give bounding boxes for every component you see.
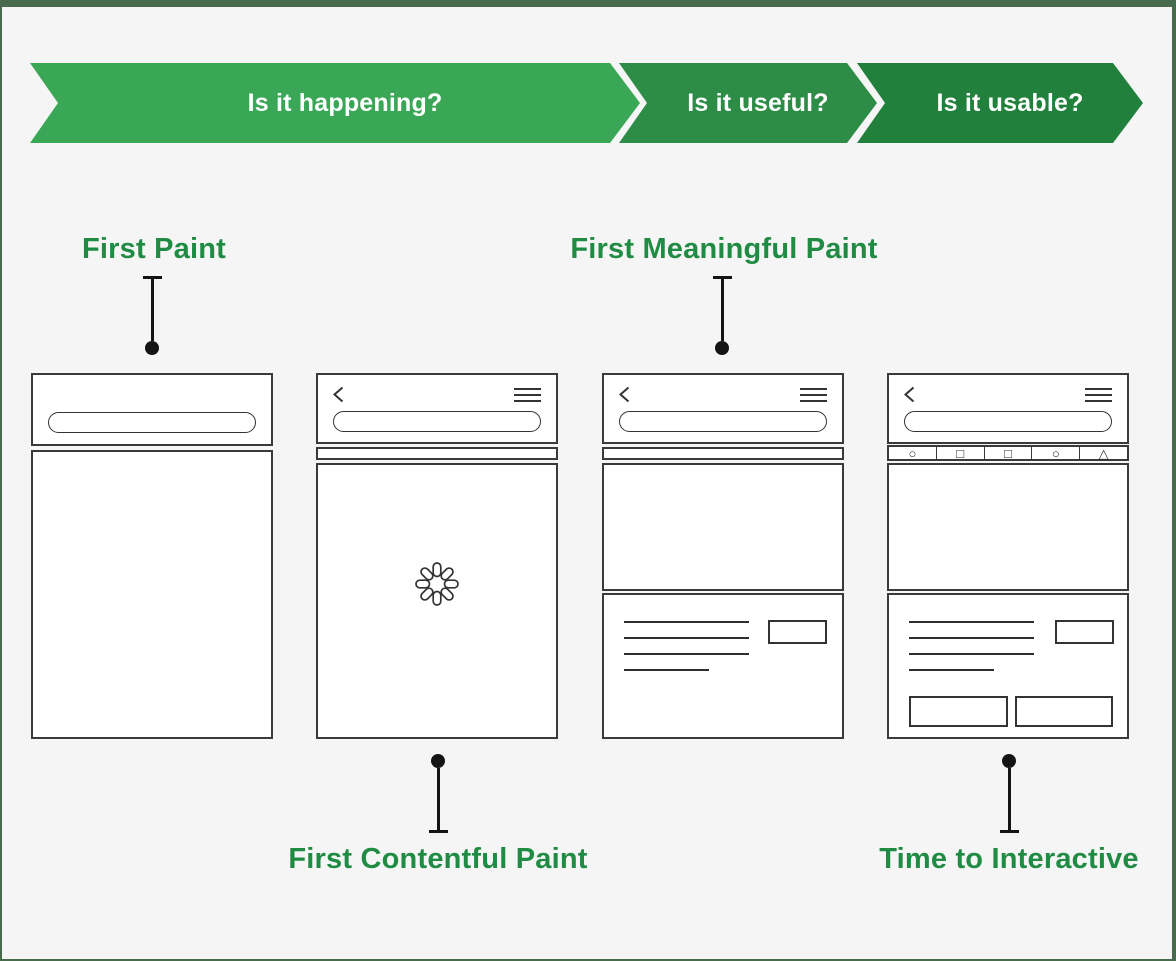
skeleton-text-line: [624, 669, 709, 671]
interactive-toolbar: ○ □ □ ○ △: [887, 445, 1129, 461]
metric-label-first-paint: First Paint: [82, 233, 226, 265]
button-placeholder: [768, 620, 827, 644]
menu-icon: [1085, 388, 1112, 402]
skeleton-text-line: [909, 669, 994, 671]
connector-time-to-interactive: [999, 754, 1019, 833]
url-bar: [333, 411, 541, 432]
phone-header: [31, 373, 273, 446]
phone-header: [602, 373, 844, 444]
banner-stage-label: Is it useful?: [687, 88, 829, 117]
phone-header: [316, 373, 558, 444]
connector-line: [1007, 768, 1011, 830]
square-icon: □: [983, 447, 1032, 460]
skeleton-text-line: [909, 621, 1034, 623]
nav-toolbar: [602, 447, 844, 460]
menu-icon: [514, 388, 541, 402]
connector-dot: [715, 341, 729, 355]
nav-toolbar: [316, 447, 558, 460]
url-bar: [48, 412, 256, 433]
phone-mockup-first-contentful-paint: [316, 373, 558, 739]
phone-header: [887, 373, 1129, 444]
connector-cap: [142, 276, 162, 279]
circle-icon: ○: [908, 445, 917, 461]
skeleton-text-line: [909, 653, 1034, 655]
skeleton-text-line: [624, 621, 749, 623]
url-bar: [619, 411, 827, 432]
connector-line: [150, 279, 154, 341]
metric-label-first-meaningful-paint: First Meaningful Paint: [570, 233, 878, 265]
banner-stage-label: Is it usable?: [936, 88, 1084, 117]
metric-label-first-contentful-paint: First Contentful Paint: [288, 843, 588, 875]
connector-dot: [431, 754, 445, 768]
hero-placeholder: [887, 463, 1129, 591]
connector-cap: [428, 830, 448, 833]
banner-stage-usable: Is it usable?: [857, 63, 1143, 143]
connector-first-paint: [142, 276, 162, 355]
banner-stage-happening: Is it happening?: [30, 63, 640, 143]
hero-placeholder: [602, 463, 844, 591]
connector-line: [720, 279, 724, 341]
menu-icon: [800, 388, 827, 402]
connector-cap: [999, 830, 1019, 833]
connector-first-contentful-paint: [428, 754, 448, 833]
banner-stage-useful: Is it useful?: [619, 63, 877, 143]
connector-first-meaningful-paint: [712, 276, 732, 355]
loading-page-body: [316, 463, 558, 739]
button-placeholder: [1015, 696, 1113, 727]
content-section: [602, 593, 844, 739]
blank-page-body: [31, 450, 273, 739]
skeleton-text-line: [624, 653, 749, 655]
connector-dot: [1002, 754, 1016, 768]
phone-mockup-first-paint: [31, 373, 273, 739]
banner-stage-label: Is it happening?: [247, 88, 443, 117]
url-bar: [904, 411, 1112, 432]
triangle-icon: △: [1079, 447, 1127, 460]
metric-label-time-to-interactive: Time to Interactive: [879, 843, 1139, 875]
back-icon: [332, 386, 345, 408]
back-icon: [618, 386, 631, 408]
circle-icon: ○: [1031, 447, 1079, 460]
skeleton-text-line: [624, 637, 749, 639]
connector-line: [436, 768, 440, 830]
loading-spinner-icon: [415, 562, 459, 606]
content-section: [887, 593, 1129, 739]
phone-mockup-first-meaningful-paint: [602, 373, 844, 739]
back-icon: [903, 386, 916, 408]
phone-mockup-time-to-interactive: ○ □ □ ○ △: [887, 373, 1129, 739]
connector-cap: [712, 276, 732, 279]
connector-dot: [145, 341, 159, 355]
button-placeholder: [1055, 620, 1114, 644]
button-placeholder: [909, 696, 1008, 727]
square-icon: □: [935, 447, 984, 460]
skeleton-text-line: [909, 637, 1034, 639]
